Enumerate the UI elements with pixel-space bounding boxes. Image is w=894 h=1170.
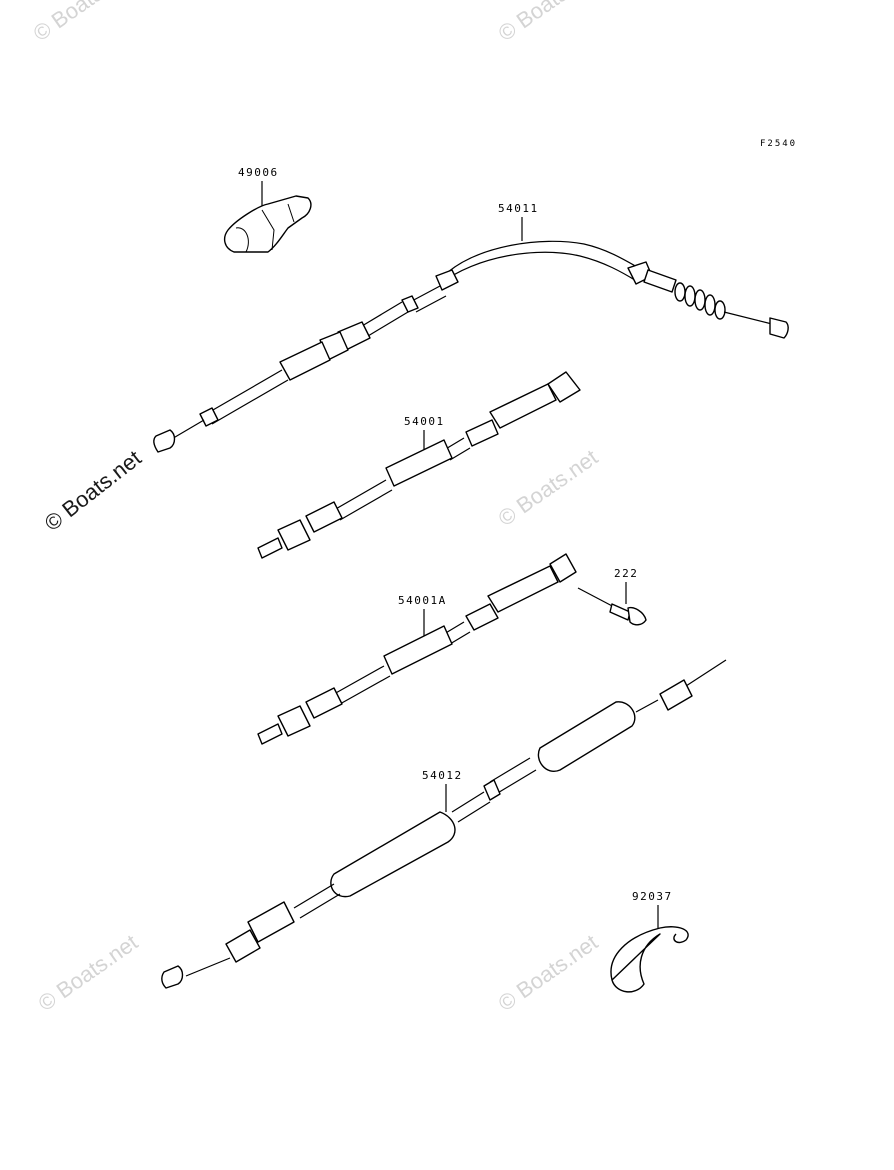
screw-shank [609, 603, 631, 621]
cable-housing-lower [439, 251, 639, 285]
speedo-a-upper-collar [465, 603, 499, 631]
housing-left-lower [211, 379, 289, 425]
throttle-inner-wire-right [685, 659, 727, 687]
watermark-top-center: © Boats.net [494, 0, 603, 46]
housing-left-upper [205, 369, 283, 415]
part-54011: 54011 [153, 202, 789, 453]
boot-ring-line [287, 203, 295, 223]
throttle-housing-mid-b [457, 801, 491, 823]
figure-code: F2540 [760, 139, 797, 149]
throttle-housing-lower-b [299, 893, 341, 919]
speedo-middle-sleeve [385, 439, 453, 487]
part-label-92037: 92037 [632, 890, 673, 903]
throttle-upper-fitting [659, 679, 693, 711]
throttle-adjuster-nut [247, 901, 295, 943]
inner-wire-left [169, 419, 205, 441]
housing-lower-section-b [367, 311, 409, 337]
speedo-a-lower-nut [277, 705, 311, 737]
throttle-break-mark [483, 779, 501, 801]
watermark-mid-right: © Boats.net [494, 444, 603, 531]
boot-opening-line [235, 227, 249, 253]
speedo-housing-c [333, 479, 387, 511]
speedo-lower-fitting [305, 501, 343, 533]
speedo-upper-nut [547, 371, 581, 403]
watermark-strong: © Boats.net [40, 445, 146, 536]
cable-spring-coils [674, 282, 726, 320]
boot-body [223, 195, 312, 253]
speedo-a-drive-tip [257, 723, 283, 745]
part-54001: 54001 [257, 371, 581, 559]
watermark-bottom-right: © Boats.net [494, 929, 603, 1016]
cable-barrel-end-left [153, 429, 176, 453]
throttle-inner-wire-left [185, 957, 231, 977]
part-54001A: 54001A [257, 553, 577, 745]
speedo-a-housing-b [449, 631, 471, 645]
speedo-a-upper-fitting [487, 565, 559, 613]
part-label-54001: 54001 [404, 415, 445, 428]
cable-end-ferrule [643, 269, 677, 293]
housing-mid-upper [409, 285, 441, 303]
throttle-upper-sleeve [537, 701, 636, 772]
part-222: 222 [577, 567, 647, 626]
speedo-upper-collar [465, 419, 499, 447]
watermark-bottom-left: © Boats.net [34, 929, 143, 1016]
inner-wire-right [723, 311, 773, 325]
speedo-upper-fitting [489, 383, 557, 429]
speedo-lower-nut [277, 519, 311, 551]
throttle-housing-upper-c [495, 769, 537, 795]
part-label-54001A: 54001A [398, 594, 447, 607]
housing-break-mark [401, 295, 419, 313]
throttle-housing-lower-a [293, 883, 335, 909]
cable-housing-sleeve [279, 341, 331, 381]
part-label-54012: 54012 [422, 769, 463, 782]
speedo-a-lower-fitting [305, 687, 343, 719]
throttle-threaded-end [225, 929, 261, 963]
part-label-49006: 49006 [238, 166, 279, 179]
speedo-a-housing-c [333, 665, 385, 695]
housing-lower-section-a [361, 301, 403, 327]
screw-head [627, 606, 647, 626]
housing-joint-upper [435, 269, 459, 291]
cable-barrel-end-right [769, 317, 789, 339]
throttle-housing-upper-a [635, 699, 659, 713]
housing-mid-lower [415, 295, 447, 313]
watermark-top-left: © Boats.net [29, 0, 138, 46]
throttle-barrel-end-left [161, 965, 184, 989]
speedo-a-housing-d [339, 675, 391, 705]
watermark-group: © Boats.net © Boats.net © Boats.net © Bo… [29, 0, 603, 1016]
part-label-222: 222 [614, 567, 638, 580]
screw-alignment-line [577, 587, 617, 609]
part-49006: 49006 [223, 166, 312, 253]
speedo-housing-d [339, 489, 393, 521]
throttle-housing-mid-a [451, 791, 485, 813]
throttle-lower-sleeve [330, 811, 456, 898]
throttle-housing-upper-b [489, 757, 531, 783]
part-54012: 54012 [161, 659, 727, 989]
clamp-loop [610, 926, 689, 993]
boot-fold-line [261, 209, 275, 251]
speedo-drive-tip [257, 537, 283, 559]
speedo-housing-b [449, 447, 471, 461]
cable-housing-upper [447, 240, 647, 273]
speedo-a-upper-nut [549, 553, 577, 583]
cable-end-ferrule-left [199, 407, 219, 427]
part-label-54011: 54011 [498, 202, 539, 215]
speedo-a-middle-sleeve [383, 625, 453, 675]
part-92037: 92037 [610, 890, 689, 993]
